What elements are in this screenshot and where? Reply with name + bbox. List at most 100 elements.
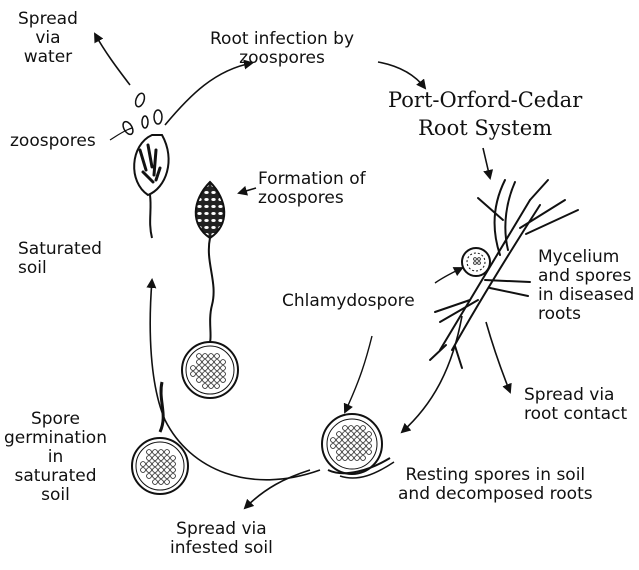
spore-texture-dot [361, 438, 366, 443]
spore-texture-dot [349, 426, 354, 431]
spore-texture-dot [153, 450, 158, 455]
arrow-chlamydospore-down [345, 336, 372, 412]
spore-texture-dot [159, 480, 164, 485]
spore-texture-dot [159, 468, 164, 473]
spore-texture-dot [203, 378, 208, 383]
arrow-to-formation [239, 188, 256, 193]
label-resting-spores: Resting spores in soil and decomposed ro… [398, 466, 593, 504]
spore-texture-dot [221, 360, 226, 365]
arrow-roots-to-resting [402, 316, 462, 432]
spore-texture-dot [331, 444, 336, 449]
label-poc-title: Port-Orford-Cedar Root System [388, 86, 582, 142]
spore-texture-dot [171, 462, 176, 467]
spore-texture-dot [361, 456, 366, 461]
spore-texture-dot [215, 384, 220, 389]
spore-texture-dot [209, 354, 214, 359]
spore-texture-dot [209, 384, 214, 389]
spore-texture-dot [355, 450, 360, 455]
spore-texture-dot [203, 366, 208, 371]
spore-texture-dot [343, 444, 348, 449]
spore-texture-dot [367, 438, 372, 443]
spore-texture-dot [153, 468, 158, 473]
spore-texture-dot [203, 384, 208, 389]
arrow-to-roots [483, 148, 490, 178]
spore-texture-dot [355, 438, 360, 443]
arrow-to-root-contact [486, 322, 510, 392]
spore-texture-dot [367, 432, 372, 437]
spore-texture-dot [343, 456, 348, 461]
spore-texture-dot [343, 450, 348, 455]
label-spread-via-water: Spread via water [18, 10, 78, 67]
spore-texture-dot [147, 462, 152, 467]
spore-texture-dot [203, 372, 208, 377]
spore-texture-dot [171, 474, 176, 479]
spore-texture-dot [337, 450, 342, 455]
spore-texture-dot [215, 378, 220, 383]
spore-texture-dot [147, 450, 152, 455]
spore-texture-dot [343, 432, 348, 437]
spore-texture-dot [197, 354, 202, 359]
spore-texture-dot [147, 456, 152, 461]
spore-texture-dot [349, 438, 354, 443]
spore-texture-dot [165, 456, 170, 461]
spore-texture-dot [367, 450, 372, 455]
spore-texture-dot [165, 480, 170, 485]
spore-texture-dot [337, 456, 342, 461]
spore-texture-dot [197, 378, 202, 383]
spore-texture-dot [361, 444, 366, 449]
spore-texture-dot [349, 444, 354, 449]
spore-texture-dot [203, 360, 208, 365]
spore-texture-dot [355, 456, 360, 461]
spore-texture-dot [191, 366, 196, 371]
spore-texture-dot [165, 474, 170, 479]
spore-texture-dot [355, 426, 360, 431]
spore-texture-dot [153, 480, 158, 485]
arrow-chlamydospore-up [435, 268, 462, 283]
spore-texture-dot [141, 468, 146, 473]
spore-texture-dot [337, 444, 342, 449]
spore-texture-dot [221, 372, 226, 377]
spore-texture-dot [361, 432, 366, 437]
spore-texture-dot [159, 462, 164, 467]
spore-texture-dot [209, 366, 214, 371]
spore-texture-dot [355, 432, 360, 437]
arrow-to-root-infection [165, 63, 252, 125]
label-chlamydospore: Chlamydospore [282, 292, 415, 311]
spore-texture-dot [209, 360, 214, 365]
spore-texture-dot [367, 444, 372, 449]
spore-texture-dot [209, 378, 214, 383]
spore-texture-dot [171, 456, 176, 461]
label-saturated-soil: Saturated soil [18, 240, 102, 278]
spore-texture-dot [343, 438, 348, 443]
spore-texture-dot [153, 462, 158, 467]
spore-texture-dot [197, 372, 202, 377]
spore-texture-dot [197, 360, 202, 365]
spore-texture-dot [343, 426, 348, 431]
spore-texture-dot [349, 450, 354, 455]
spore-texture-dot [478, 258, 481, 261]
releasing-sporangium [121, 92, 169, 238]
spore-texture-dot [159, 450, 164, 455]
spore-texture-dot [337, 438, 342, 443]
spore-texture-dot [361, 426, 366, 431]
arrow-to-root-system [378, 62, 425, 88]
label-mycelium: Mycelium and spores in diseased roots [538, 248, 634, 324]
label-spore-germination: Spore germination in saturated soil [4, 410, 107, 505]
spore-texture-dot [331, 438, 336, 443]
spore-texture-dot [215, 366, 220, 371]
spore-texture-dot [147, 474, 152, 479]
spore-texture-dot [349, 432, 354, 437]
spore-texture-dot [141, 462, 146, 467]
spore-texture-dot [203, 354, 208, 359]
spore-texture-dot [474, 258, 477, 261]
label-formation-of-zoospores: Formation of zoospores [258, 170, 366, 208]
spore-texture-dot [197, 366, 202, 371]
spore-texture-dot [191, 372, 196, 377]
spore-texture-dot [478, 262, 481, 265]
spore-texture-dot [349, 456, 354, 461]
label-zoospores: zoospores [10, 132, 96, 151]
spore-texture-dot [171, 468, 176, 473]
spore-texture-dot [215, 360, 220, 365]
spore-texture-dot [337, 432, 342, 437]
